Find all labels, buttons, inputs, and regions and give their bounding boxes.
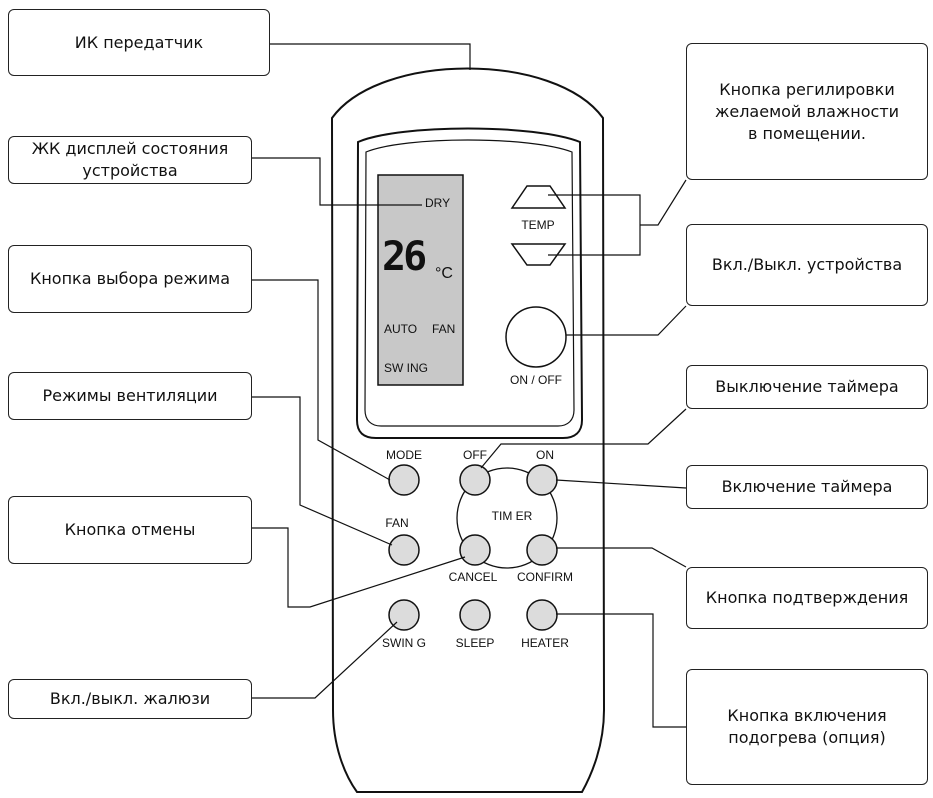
callout-ir-transmitter: ИК передатчик <box>8 9 270 76</box>
confirm-label: CONFIRM <box>517 570 573 584</box>
lcd-mode-text: DRY <box>425 196 451 210</box>
confirm-button[interactable] <box>526 534 558 566</box>
cancel-label: CANCEL <box>448 570 498 584</box>
timer-label: TIM ER <box>491 509 533 523</box>
heater-label: HEATER <box>521 636 569 650</box>
fan-label: FAN <box>385 516 409 530</box>
swing-label: SWIN G <box>382 636 426 650</box>
leader-temp-bracket <box>548 194 641 256</box>
leader-fan <box>252 396 393 546</box>
leader-lines <box>252 43 687 728</box>
leader-lcd <box>252 157 422 206</box>
leader-mode <box>252 279 391 481</box>
lcd-temperature: 26 <box>382 234 427 280</box>
callout-lcd-display: ЖК дисплей состояния устройства <box>8 136 252 184</box>
callout-humidity-adjust: Кнопка регилировки желаемой влажности в … <box>686 43 928 180</box>
callout-confirm-button: Кнопка подтверждения <box>686 567 928 629</box>
mode-button[interactable] <box>388 464 420 496</box>
on-off-label: ON / OFF <box>510 373 562 387</box>
timer-off-button[interactable] <box>459 464 491 496</box>
callout-heater-button: Кнопка включения подогрева (опция) <box>686 669 928 785</box>
screen-inner-frame <box>364 139 575 427</box>
callout-cancel-button: Кнопка отмены <box>8 496 252 564</box>
lcd-swing-text: SW ING <box>384 361 428 375</box>
leader-power <box>566 305 687 336</box>
cancel-button[interactable] <box>459 534 491 566</box>
callout-mode-select: Кнопка выбора режима <box>8 245 252 313</box>
on-off-button[interactable] <box>505 306 567 368</box>
leader-heater <box>556 613 686 728</box>
timer-on-label: ON <box>536 448 554 462</box>
lcd-panel <box>377 174 464 386</box>
leader-timer-off <box>480 408 687 469</box>
callout-swing-toggle: Вкл./выкл. жалюзи <box>8 679 252 719</box>
leader-humidity <box>640 179 687 226</box>
leader-swing <box>252 621 398 699</box>
leader-ir <box>270 43 471 70</box>
sleep-button[interactable] <box>459 599 491 631</box>
callout-power-toggle: Вкл./Выкл. устройства <box>686 224 928 306</box>
sleep-label: SLEEP <box>455 636 495 650</box>
temp-label: TEMP <box>521 218 555 232</box>
leader-confirm <box>556 547 687 568</box>
callout-fan-modes: Режимы вентиляции <box>8 372 252 420</box>
fan-button[interactable] <box>388 534 420 566</box>
timer-off-label: OFF <box>463 448 487 462</box>
leader-cancel <box>252 527 466 608</box>
lcd-unit: °C <box>435 265 453 282</box>
timer-on-button[interactable] <box>526 464 558 496</box>
heater-button[interactable] <box>526 599 558 631</box>
leader-timer-on <box>555 479 687 489</box>
temp-down-icon[interactable] <box>510 243 567 266</box>
lcd-fan-text: FAN <box>432 322 456 336</box>
mode-label: MODE <box>386 448 422 462</box>
temp-up-icon[interactable] <box>510 185 567 209</box>
callout-timer-off: Выключение таймера <box>686 365 928 409</box>
callout-timer-on: Включение таймера <box>686 465 928 509</box>
lcd-auto-text: AUTO <box>384 322 418 336</box>
